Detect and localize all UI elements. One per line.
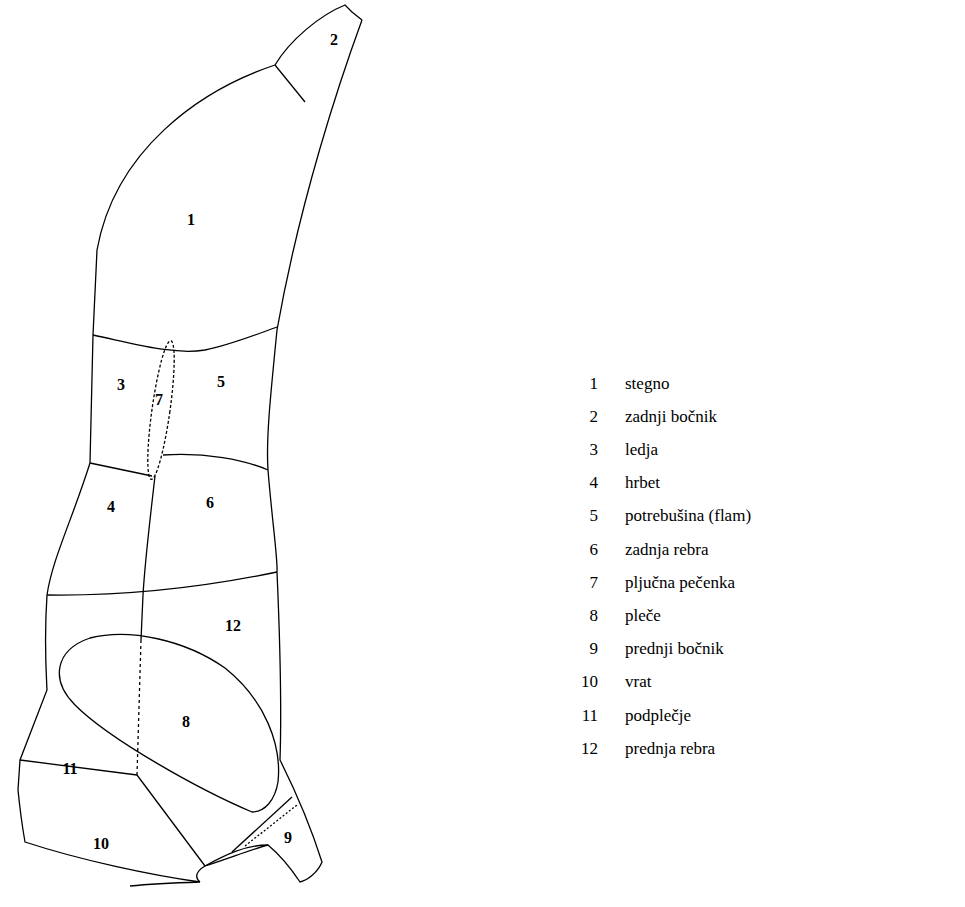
cut-line bbox=[245, 805, 297, 846]
legend-name: prednja rebra bbox=[625, 740, 715, 757]
tenderloin-outline bbox=[142, 339, 179, 480]
cut-line-hidden bbox=[137, 640, 141, 775]
callout-number: 10 bbox=[93, 836, 109, 852]
legend-name: zadnja rebra bbox=[625, 541, 709, 558]
callout-number: 4 bbox=[107, 499, 115, 515]
legend-name: prednji bočnik bbox=[625, 640, 724, 657]
cut-line bbox=[47, 572, 277, 595]
callout-number: 11 bbox=[62, 761, 77, 777]
legend-number: 3 bbox=[590, 441, 599, 458]
cut-line bbox=[275, 65, 305, 102]
shoulder-outline bbox=[59, 635, 278, 812]
callout-number: 8 bbox=[182, 714, 190, 730]
callout-number: 12 bbox=[225, 618, 241, 634]
callout-number: 6 bbox=[206, 495, 214, 511]
legend-number: 9 bbox=[590, 640, 599, 657]
legend-number: 6 bbox=[590, 541, 599, 558]
hock-top bbox=[275, 5, 362, 65]
legend-name: zadnji bočnik bbox=[625, 408, 717, 425]
callout-number: 3 bbox=[117, 377, 125, 393]
callout-number: 5 bbox=[217, 374, 225, 390]
legend-number: 7 bbox=[590, 574, 599, 591]
legend-name: pleče bbox=[625, 607, 661, 624]
legend-name: potrebušina (flam) bbox=[625, 507, 751, 524]
legend-name: hrbet bbox=[625, 474, 660, 491]
cut-line bbox=[20, 760, 137, 775]
legend-number: 8 bbox=[590, 607, 599, 624]
legend-number: 12 bbox=[581, 740, 598, 757]
cut-line bbox=[232, 797, 292, 852]
legend-number: 10 bbox=[581, 673, 598, 690]
legend-name: pljučna pečenka bbox=[625, 574, 735, 591]
cut-line bbox=[137, 775, 205, 866]
callout-number: 7 bbox=[155, 392, 163, 408]
cut-line bbox=[141, 595, 143, 640]
legend-name: ledja bbox=[625, 441, 658, 458]
legend-name: vrat bbox=[625, 673, 651, 690]
legend-name: podplečje bbox=[625, 707, 691, 724]
legend-number: 1 bbox=[590, 375, 599, 392]
cut-line bbox=[93, 327, 277, 351]
cut-line bbox=[163, 454, 268, 470]
cut-line bbox=[143, 476, 155, 595]
callout-number: 1 bbox=[187, 212, 195, 228]
legend-name: stegno bbox=[625, 375, 669, 392]
legend-number: 11 bbox=[582, 707, 598, 724]
legend-number: 2 bbox=[590, 408, 599, 425]
callout-number: 9 bbox=[284, 830, 292, 846]
carcass-outline bbox=[18, 20, 362, 886]
legend-number: 4 bbox=[590, 474, 599, 491]
cut-line bbox=[90, 463, 152, 476]
callout-number: 2 bbox=[330, 32, 338, 48]
legend-number: 5 bbox=[590, 507, 599, 524]
